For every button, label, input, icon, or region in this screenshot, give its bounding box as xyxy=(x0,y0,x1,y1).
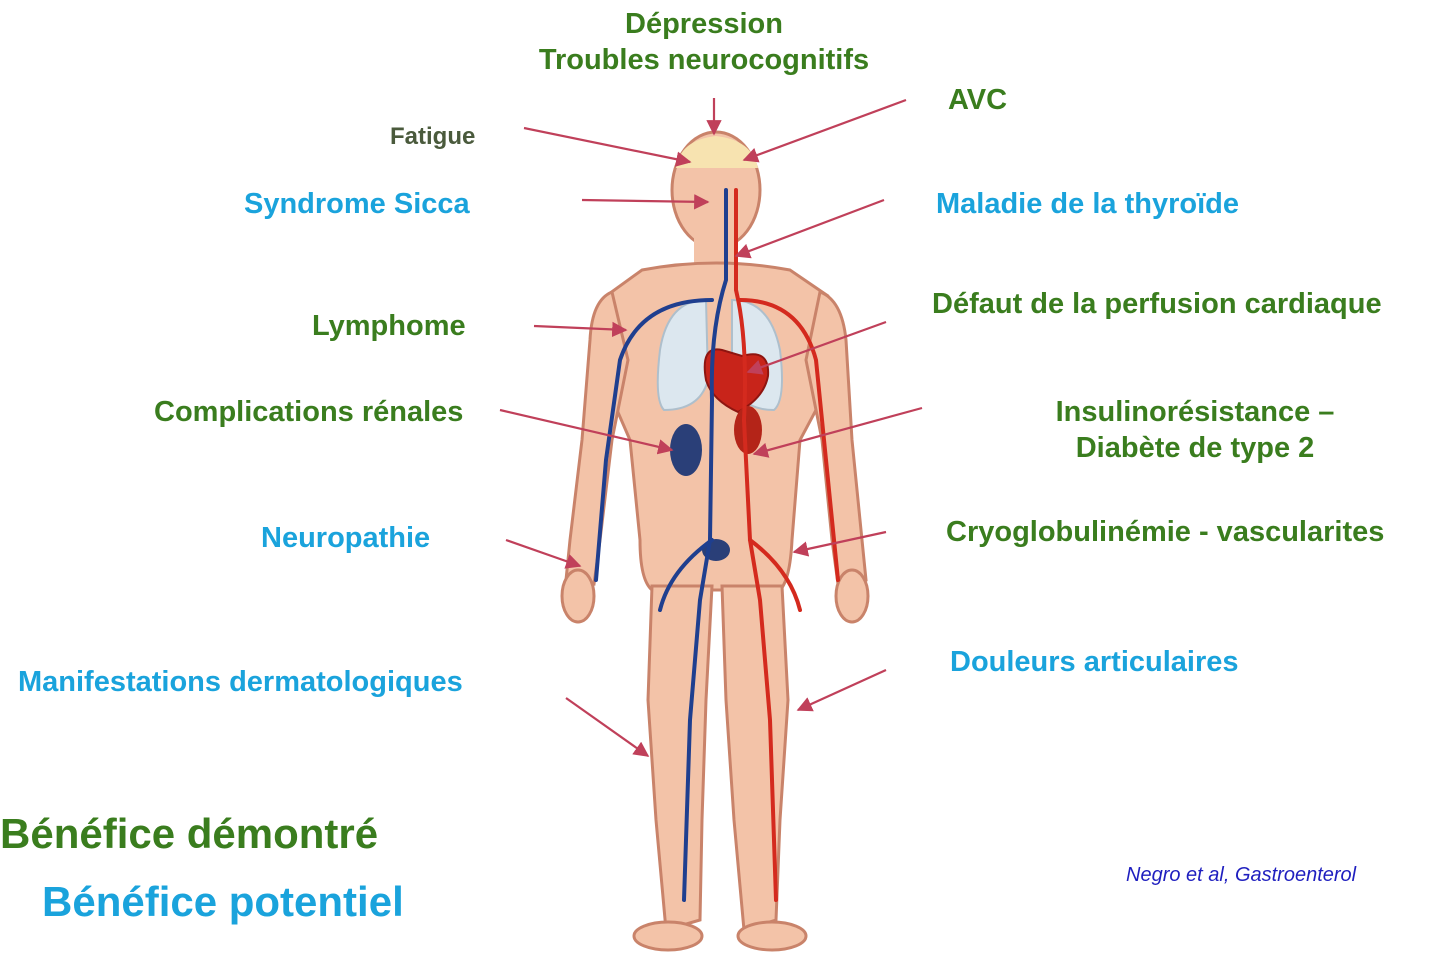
label-thyroide: Maladie de la thyroïde xyxy=(936,186,1239,222)
left-kidney xyxy=(670,424,702,476)
label-insulin-line2: Diabète de type 2 xyxy=(1010,430,1380,466)
label-avc: AVC xyxy=(948,82,1007,118)
label-insulin: Insulinorésistance – Diabète de type 2 xyxy=(1010,394,1380,467)
label-troubles-line: Troubles neurocognitifs xyxy=(498,42,910,78)
label-douleurs: Douleurs articulaires xyxy=(950,644,1239,680)
arrow-fatigue xyxy=(524,128,690,162)
right-hand xyxy=(836,570,868,622)
label-fatigue: Fatigue xyxy=(390,122,475,152)
label-cryo: Cryoglobulinémie - vascularites xyxy=(946,514,1384,550)
label-perfusion: Défaut de la perfusion cardiaque xyxy=(932,286,1382,322)
label-depression: Dépression Troubles neurocognitifs xyxy=(498,6,910,79)
legend-potentiel: Bénéfice potentiel xyxy=(42,878,404,926)
label-depression-line: Dépression xyxy=(498,6,910,42)
left-hand xyxy=(562,570,594,622)
citation: Negro et al, Gastroenterol xyxy=(1126,864,1356,887)
right-kidney xyxy=(734,406,762,454)
right-foot xyxy=(738,922,806,950)
left-foot xyxy=(634,922,702,950)
label-renal: Complications rénales xyxy=(154,394,463,430)
right-leg xyxy=(722,586,788,930)
brain-shape xyxy=(676,136,758,168)
label-neuropathie: Neuropathie xyxy=(261,520,430,556)
label-lymphome: Lymphome xyxy=(312,308,466,344)
legend-demontre: Bénéfice démontré xyxy=(0,810,378,858)
arrow-douleurs xyxy=(798,670,886,710)
label-insulin-line1: Insulinorésistance – xyxy=(1010,394,1380,430)
label-sicca: Syndrome Sicca xyxy=(244,186,470,222)
arrow-avc xyxy=(744,100,906,160)
label-derm: Manifestations dermatologiques xyxy=(18,664,463,700)
left-leg xyxy=(648,586,712,930)
arrow-derm xyxy=(566,698,648,756)
